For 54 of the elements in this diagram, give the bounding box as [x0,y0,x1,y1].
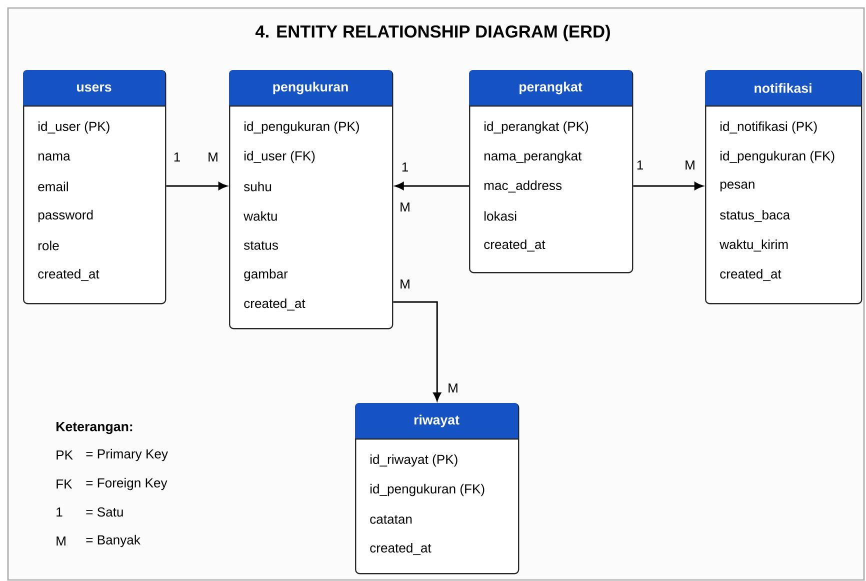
legend-description: = Primary Key [86,448,168,462]
legend-key: M [56,536,66,546]
legend-description: = Satu [86,507,123,517]
field-name: id_riwayat (PK) [370,454,458,467]
entity-table [355,403,520,574]
table-header: notifikasi [705,70,862,107]
field-name: created_at [38,268,100,282]
field-name: password [38,210,93,222]
field-name: id_pengukuran (PK) [244,121,359,134]
entity-table [469,70,634,274]
arrow [633,182,704,190]
field-name: mac_address [484,180,562,193]
table-header: perangkat [469,70,632,107]
field-name: role [38,240,59,250]
field-name: catatan [370,515,412,524]
field-name: suhu [244,182,272,192]
arrow [393,301,442,402]
field-name: created_at [720,268,782,282]
field-name: nama_perangkat [484,150,582,164]
field-name: id_perangkat (PK) [484,121,588,134]
field-name: status [244,241,278,250]
field-name: id_user (PK) [38,121,110,134]
legend-description: = Banyak [86,534,140,548]
field-name: created_at [484,239,546,252]
field-name: id_notifikasi (PK) [720,121,817,134]
legend-description: = Foreign Key [86,478,168,490]
cardinality-label: M [208,152,218,162]
title: 4. ENTITY RELATIONSHIP DIAGRAM (ERD) [255,24,610,42]
arrow [166,182,228,190]
field-name: created_at [244,298,306,311]
entity-table [705,70,862,304]
entity-table [229,70,394,330]
legend-key: PK [56,450,73,460]
field-name: id_pengukuran (FK) [370,484,484,496]
legend-heading: Keterangan: [56,422,132,434]
field-name: lokasi [484,211,516,221]
field-name: nama [38,153,70,161]
field-name: id_user (FK) [244,150,315,164]
entity-table [23,70,166,304]
field-name: waktu_kirim [720,239,788,252]
field-name: waktu [244,211,277,221]
field-name: status_baca [720,210,790,222]
legend-key: 1 [56,508,62,516]
table-header: riwayat [355,403,518,440]
field-name: pesan [720,182,754,192]
field-name: id_pengukuran (FK) [720,150,834,164]
field-name: email [38,182,68,192]
legend-key: FK [56,480,72,488]
table-header: pengukuran [229,70,392,107]
field-name: created_at [370,542,432,556]
table-header: users [23,70,165,107]
arrow [395,182,469,190]
field-name: gambar [244,268,288,282]
cardinality-label: M [448,384,458,392]
